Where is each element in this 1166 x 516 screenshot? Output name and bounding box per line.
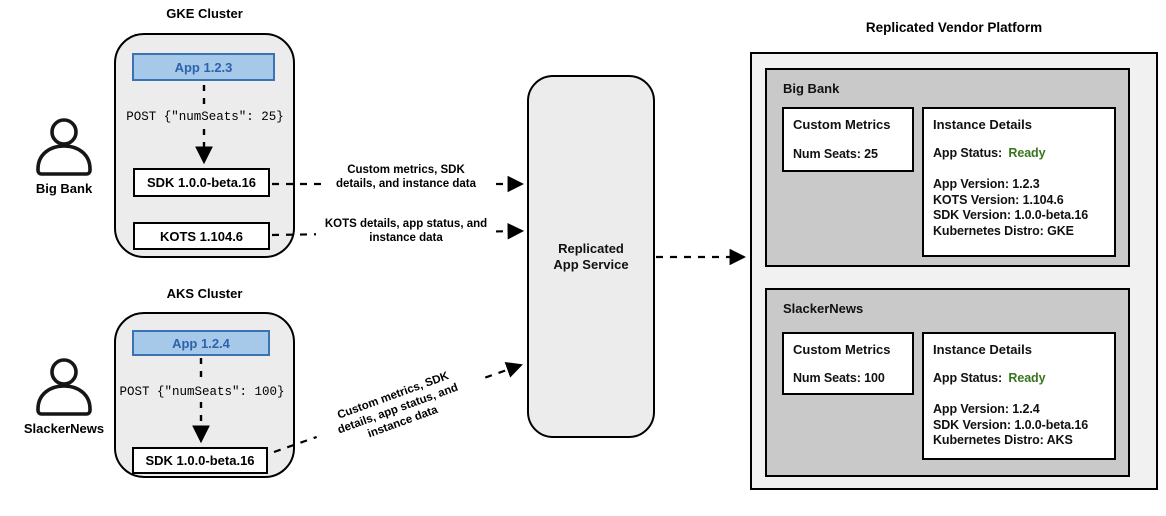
custom-metrics-title: Custom Metrics [793, 342, 891, 357]
gke-post-request: POST {"numSeats": 25} [126, 110, 284, 124]
gke-app-node: App 1.2.3 [132, 53, 275, 81]
service-label-line2: App Service [553, 256, 629, 272]
vendor-platform-box: Big Bank Custom Metrics Num Seats: 25 In… [750, 52, 1158, 490]
instance-details-title: Instance Details [933, 117, 1032, 132]
app-status-line: App Status: Ready [933, 371, 1046, 385]
tenant-slackernews-name: SlackerNews [783, 301, 864, 316]
tenant-slackernews: SlackerNews Custom Metrics Num Seats: 10… [765, 288, 1130, 477]
app-version-line: App Version: 1.2.4 [933, 402, 1040, 416]
service-label-line1: Replicated [558, 240, 624, 256]
gke-kots-node: KOTS 1.104.6 [133, 222, 270, 250]
sdk-version-line: SDK Version: 1.0.0-beta.16 [933, 417, 1089, 432]
gke-kots-arrow-label: KOTS details, app status, and instance d… [316, 216, 496, 246]
app-status-line: App Status: Ready [933, 146, 1046, 160]
instance-details-title: Instance Details [933, 342, 1032, 357]
tenant-big-bank: Big Bank Custom Metrics Num Seats: 25 In… [765, 68, 1130, 267]
tenant-big-bank-name: Big Bank [783, 81, 840, 96]
app-version-line: App Version: 1.2.3 [933, 177, 1040, 191]
slackernews-user-icon [36, 358, 92, 416]
custom-metrics-title: Custom Metrics [793, 117, 891, 132]
app-status-label: App Status: [933, 146, 1003, 160]
aks-sdk-node: SDK 1.0.0-beta.16 [132, 447, 268, 474]
aks-sdk-arrow-label: Custom metrics, SDK details, app status,… [309, 358, 487, 460]
sdk-version-line: SDK Version: 1.0.0-beta.16 [933, 208, 1089, 222]
big-bank-user-icon [36, 118, 92, 176]
slackernews-actor-label: SlackerNews [23, 421, 105, 436]
instance-detail-lines: App Version: 1.2.3 KOTS Version: 1.104.6… [933, 177, 1088, 239]
vendor-platform-title: Replicated Vendor Platform [865, 20, 1043, 35]
kubernetes-distro-line: Kubernetes Distro: GKE [933, 223, 1074, 238]
kots-version-line: KOTS Version: 1.104.6 [933, 192, 1064, 207]
aks-post-request: POST {"numSeats": 100} [119, 385, 285, 399]
big-bank-instance-details-box: Instance Details App Status: Ready App V… [922, 107, 1116, 257]
gke-sdk-node: SDK 1.0.0-beta.16 [133, 168, 270, 197]
gke-cluster-title: GKE Cluster [166, 6, 243, 21]
kubernetes-distro-line: Kubernetes Distro: AKS [933, 433, 1073, 447]
num-seats-value: Num Seats: 25 [793, 147, 878, 161]
app-status-label: App Status: [933, 371, 1003, 385]
replicated-app-service-box: Replicated App Service [527, 75, 655, 438]
slackernews-instance-details-box: Instance Details App Status: Ready App V… [922, 332, 1116, 460]
aks-cluster-title: AKS Cluster [166, 286, 243, 301]
big-bank-custom-metrics-box: Custom Metrics Num Seats: 25 [782, 107, 914, 172]
app-status-value: Ready [1008, 371, 1046, 385]
app-status-value: Ready [1008, 146, 1046, 160]
instance-detail-lines: App Version: 1.2.4 SDK Version: 1.0.0-be… [933, 402, 1088, 449]
slackernews-custom-metrics-box: Custom Metrics Num Seats: 100 [782, 332, 914, 395]
aks-app-node: App 1.2.4 [132, 330, 270, 356]
gke-sdk-arrow-label: Custom metrics, SDK details, and instanc… [322, 162, 490, 192]
big-bank-actor-label: Big Bank [35, 181, 93, 196]
num-seats-value: Num Seats: 100 [793, 371, 885, 385]
